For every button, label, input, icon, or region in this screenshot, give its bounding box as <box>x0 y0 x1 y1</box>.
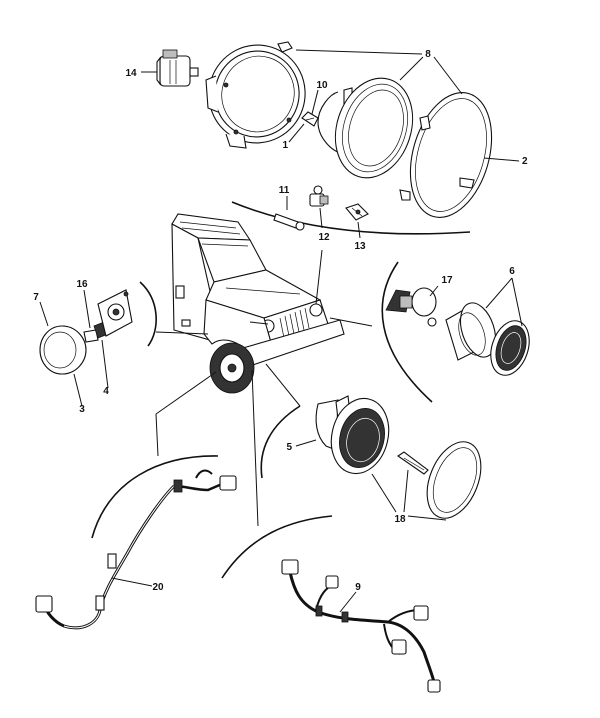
callout-8: 8 <box>425 49 431 60</box>
headlamp-bezel-part <box>399 92 493 218</box>
callout-11: 11 <box>279 185 290 196</box>
callout-10: 10 <box>316 80 328 91</box>
right-group-arc <box>381 261 433 403</box>
bulb-retainer-part <box>301 111 319 127</box>
grille-slots <box>279 307 310 339</box>
callout-6: 6 <box>509 266 515 277</box>
callout-3: 3 <box>79 404 85 415</box>
bolt-18-part <box>397 451 429 475</box>
tail-lamp-housing-part <box>445 302 497 361</box>
callout-12: 12 <box>318 232 330 243</box>
headlamp-mounting-ring-part <box>205 41 306 149</box>
callout-17: 17 <box>441 275 453 286</box>
wiring-harness-20-part <box>35 469 237 630</box>
lower-left-group-arc <box>91 455 219 539</box>
fog-lamp-part <box>39 325 87 375</box>
callout-13: 13 <box>354 241 366 252</box>
bulb-11-part <box>273 213 305 231</box>
headlamp-lens-18-part <box>426 441 482 519</box>
fog-lamp-housing-part <box>97 289 133 337</box>
halogen-bulb-17-part <box>385 287 437 327</box>
vehicle-jeep <box>171 213 345 394</box>
headlamp-housing-5-part <box>315 395 390 475</box>
callout-16: 16 <box>76 279 88 290</box>
callout-14: 14 <box>125 68 137 79</box>
bulb-12-part <box>309 185 329 207</box>
top-group-arc <box>231 201 471 235</box>
callout-9: 9 <box>355 582 361 593</box>
callout-5: 5 <box>286 442 292 453</box>
wiring-harness-9-part <box>281 559 441 693</box>
callout-20: 20 <box>152 582 164 593</box>
lower-right-group-arc <box>221 515 333 579</box>
callout-1: 1 <box>282 140 288 151</box>
lamp-lens-6-part <box>490 320 530 376</box>
callout-4: 4 <box>103 386 109 397</box>
center-group-arc <box>260 405 301 479</box>
callout-18: 18 <box>394 514 406 525</box>
headlamp-sealed-beam-part <box>317 77 414 179</box>
headlamp-switch-part <box>156 49 199 87</box>
left-group-arc <box>139 281 157 347</box>
bulb-13-part <box>345 203 369 221</box>
callout-7: 7 <box>33 292 39 303</box>
callout-2: 2 <box>522 156 528 167</box>
